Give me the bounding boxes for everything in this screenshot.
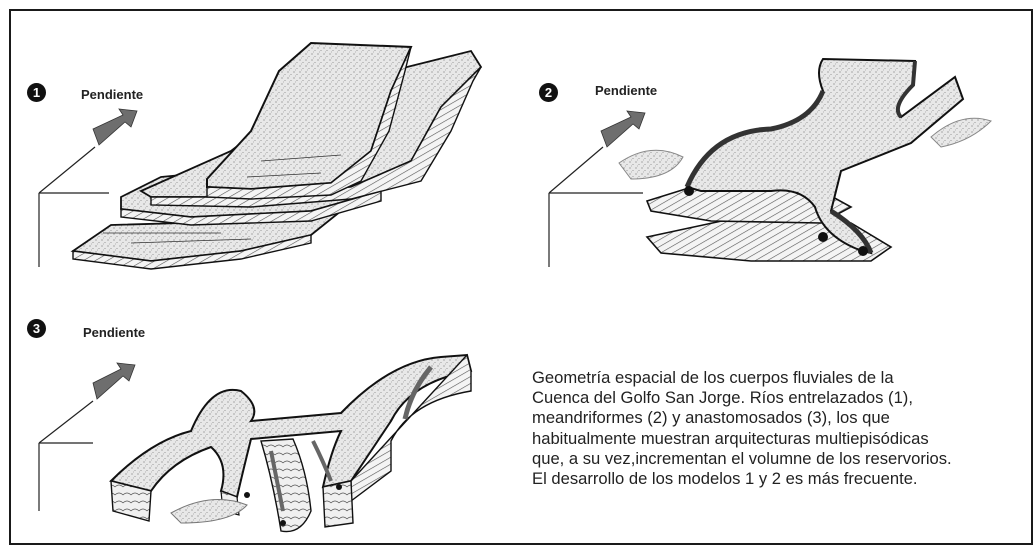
caption-line: meandriformes (2) y anastomosados (3), l… (532, 408, 1035, 428)
slope-arrow-3-icon (93, 363, 135, 399)
caption-line: Cuenca del Golfo San Jorge. Ríos entrela… (532, 388, 1035, 408)
anastomosing-network (111, 355, 471, 532)
meander-lobe-left (619, 150, 683, 179)
panel-2-slope-label: Pendiente (595, 83, 657, 98)
panel-3-diagram (39, 355, 471, 532)
figure-caption: Geometría espacial de los cuerpos fluvia… (532, 368, 1035, 489)
panel-2-number-badge: 2 (539, 83, 558, 102)
panel-3-number-badge: 3 (27, 319, 46, 338)
panel-1-diagram (39, 43, 481, 269)
meander-bar-lower (647, 181, 891, 261)
panel-1-number-badge: 1 (27, 83, 46, 102)
slope-arrow-1-icon (93, 109, 137, 145)
axes-3 (39, 401, 93, 511)
slope-arrow-2-icon (601, 111, 645, 147)
caption-line: habitualmente muestran arquitecturas mul… (532, 429, 1035, 449)
panel-3-slope-label: Pendiente (83, 325, 145, 340)
caption-line: que, a su vez,incrementan el volumne de … (532, 449, 1035, 469)
meander-lobe-right (931, 118, 991, 147)
caption-line: Geometría espacial de los cuerpos fluvia… (532, 368, 1035, 388)
figure-frame: 1 Pendiente 2 Pendiente 3 Pendiente Geom… (9, 9, 1033, 545)
panel-1-slope-label: Pendiente (81, 87, 143, 102)
caption-line: El desarrollo de los modelos 1 y 2 es má… (532, 469, 1035, 489)
